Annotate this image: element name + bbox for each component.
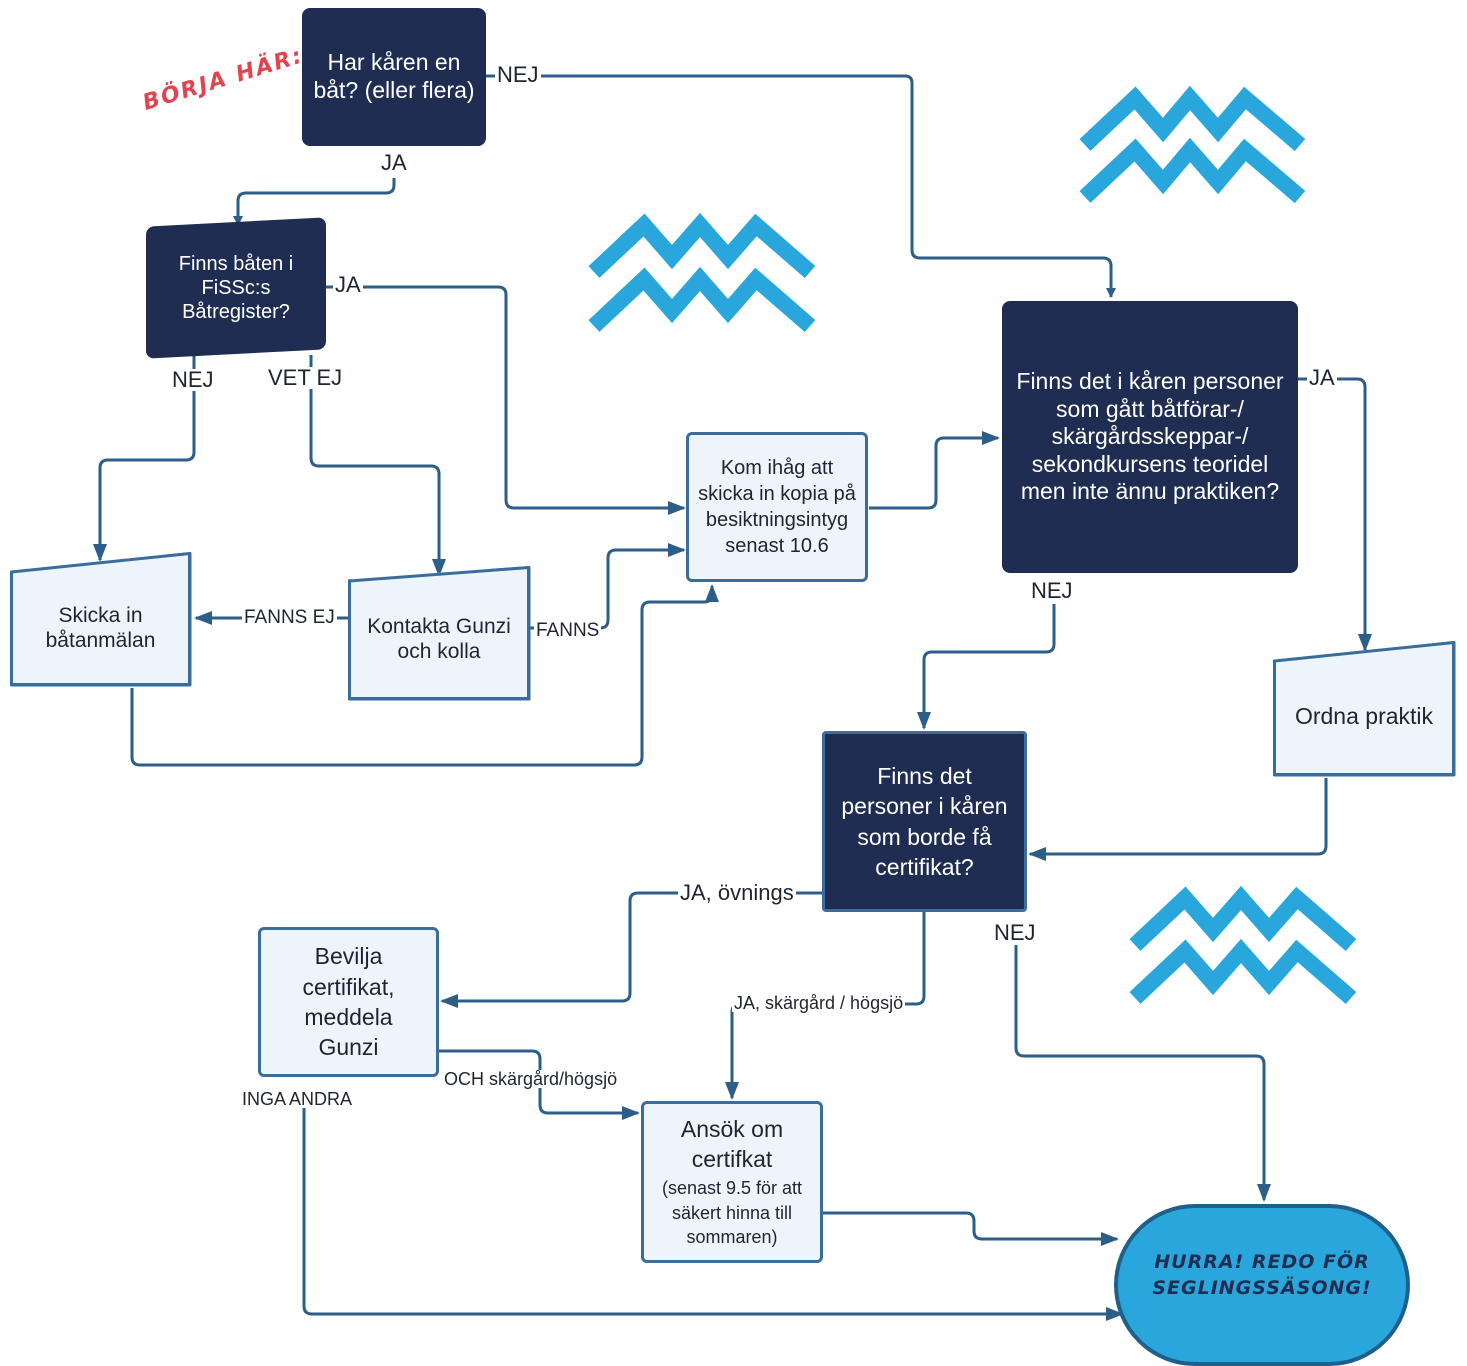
- connector: [486, 74, 1116, 298]
- node-title: Ansök om certifkat: [680, 1115, 784, 1172]
- connector: [302, 1090, 1124, 1321]
- reminder-inspection-certificate: Kom ihåg att skicka in kopia på besiktni…: [686, 432, 868, 582]
- node-label: Finns båten i FiSSc:s Båtregister?: [178, 253, 294, 323]
- node-outline: [10, 552, 192, 687]
- node-label: Bevilja certifikat, meddela Gunzi: [302, 943, 395, 1061]
- node-label: Kom ihåg att skicka in kopia på besiktni…: [698, 457, 856, 557]
- edge-label-och-skargard: OCH skärgård/högsjö: [442, 1069, 620, 1089]
- end-label-line2: SEGLINGSSÄSONG!: [1152, 1276, 1372, 1299]
- node-label: Skicka in båtanmälan: [45, 603, 156, 652]
- wave-icon: [1079, 85, 1306, 204]
- node-label: Finns det personer i kåren som borde få …: [841, 762, 1008, 880]
- action-grant-certificate: Bevilja certifikat, meddela Gunzi: [258, 927, 439, 1077]
- wave-icon: [588, 212, 816, 333]
- action-apply-certificate: Ansök om certifkat (senast 9.5 för att s…: [641, 1101, 823, 1263]
- edge-label-inga-andra: INGA ANDRA: [240, 1089, 355, 1109]
- node-label: Har kåren en båt? (eller flera): [313, 49, 475, 103]
- node-label: Kontakta Gunzi och kolla: [367, 614, 511, 663]
- question-boat-register: Finns båten i FiSSc:s Båtregister?: [146, 217, 326, 359]
- node-label: Ordna praktik: [1294, 702, 1434, 729]
- edge-label-nej: NEJ: [1029, 578, 1075, 603]
- node-note: (senast 9.5 för att säkert hinna till so…: [661, 1178, 803, 1248]
- connector: [440, 891, 822, 1008]
- question-has-boat: Har kåren en båt? (eller flera): [302, 8, 486, 146]
- connector: [309, 355, 446, 577]
- connector: [93, 355, 196, 562]
- action-send-boat-registration: Skicka in båtanmälan: [10, 552, 191, 686]
- connector: [823, 1211, 1119, 1246]
- action-contact-gunzi: Kontakta Gunzi och kolla: [348, 566, 530, 700]
- edge-label-ja: JA: [379, 150, 409, 175]
- edge-label-ja-skargard: JA, skärgård / högsjö: [732, 993, 906, 1013]
- edge-label-nej: NEJ: [992, 920, 1038, 945]
- connector: [530, 543, 686, 630]
- action-arrange-practice: Ordna praktik: [1273, 641, 1455, 776]
- edge-label-nej: NEJ: [495, 62, 541, 87]
- edge-label-ja: JA: [333, 272, 363, 297]
- edge-label-fanns: FANNS: [534, 620, 602, 641]
- wave-icon: [1129, 885, 1357, 1005]
- connector: [917, 604, 1056, 730]
- question-should-get-certificate: Finns det personer i kåren som borde få …: [822, 731, 1027, 912]
- node-outline: [348, 566, 531, 701]
- node-outline: [1273, 641, 1456, 777]
- edge-label-fanns-ej: FANNS EJ: [242, 607, 337, 628]
- node-label: Finns det i kåren personer som gått båtf…: [1016, 368, 1284, 505]
- connector: [1028, 778, 1328, 861]
- edge-label-ja: JA: [1307, 365, 1337, 390]
- connector: [130, 584, 719, 767]
- edge-label-nej: NEJ: [170, 367, 216, 392]
- connector: [1298, 377, 1372, 652]
- connector: [869, 431, 1000, 510]
- end-label-line1: HURRA! REDO FÖR: [1154, 1251, 1370, 1273]
- edge-label-vet-ej: VET EJ: [266, 365, 345, 390]
- end-ready-for-sailing: HURRA! REDO FÖR SEGLINGSSÄSONG!: [1114, 1204, 1410, 1366]
- connector: [1014, 945, 1271, 1202]
- connector: [233, 178, 396, 226]
- question-course-participants: Finns det i kåren personer som gått båtf…: [1002, 301, 1298, 573]
- connector: [325, 285, 686, 515]
- edge-label-ja-ovnings: JA, övnings: [678, 880, 796, 905]
